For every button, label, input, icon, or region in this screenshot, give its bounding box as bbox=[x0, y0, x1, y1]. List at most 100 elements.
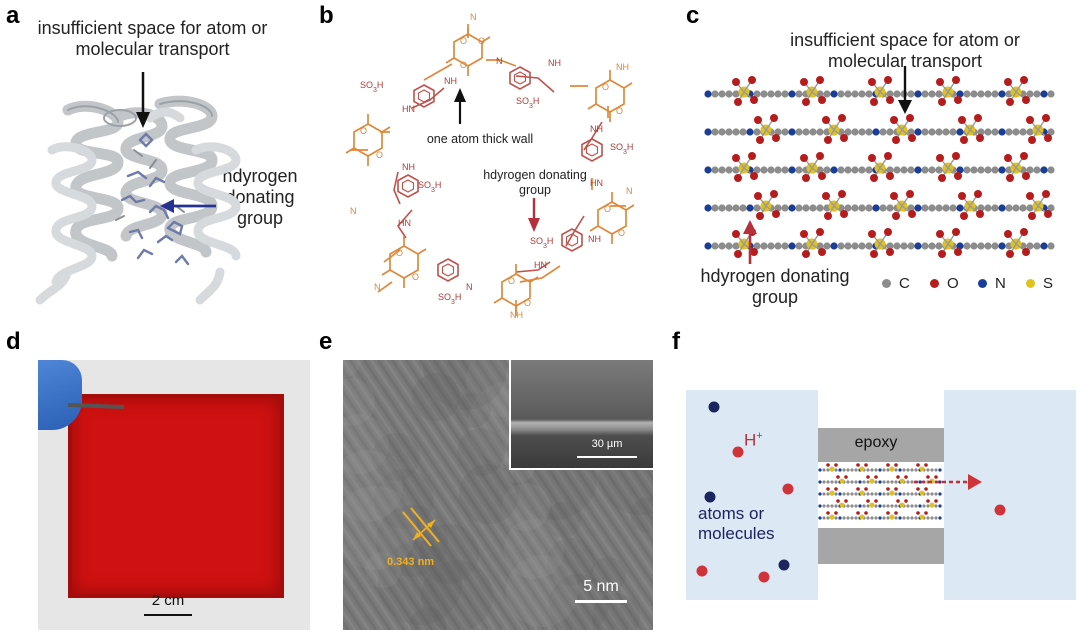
panel-c-oxygen-atom bbox=[818, 172, 826, 180]
panel-c-oxygen-atom bbox=[886, 248, 894, 256]
panel-e-lattice-marker bbox=[402, 507, 440, 547]
panel-c-annotation-top: insufficient space for atom or molecular… bbox=[790, 30, 1020, 72]
panel-c-oxygen-atom bbox=[886, 96, 894, 104]
panel-c-oxygen-atom bbox=[802, 250, 810, 258]
panel-c-oxygen-atom bbox=[732, 154, 740, 162]
panel-c-oxygen-atom bbox=[954, 248, 962, 256]
legend-item-c: C bbox=[882, 272, 910, 294]
panel-c-atom bbox=[935, 128, 943, 136]
panel-c-oxygen-atom bbox=[936, 230, 944, 238]
legend-item-o: O bbox=[930, 272, 959, 294]
panel-e-scale-label: 5 nm bbox=[583, 578, 619, 595]
panel-c-oxygen-atom bbox=[870, 250, 878, 258]
panel-c-atom bbox=[795, 128, 803, 136]
panel-c-atom bbox=[725, 204, 733, 212]
panel-c-atom bbox=[767, 242, 775, 250]
legend-swatch bbox=[882, 278, 891, 288]
panel-c-atom bbox=[893, 90, 901, 98]
panel-c-atom bbox=[1005, 204, 1013, 212]
panel-c-oxygen-atom bbox=[1020, 228, 1028, 236]
panel-c-atom bbox=[928, 204, 936, 212]
panel-c-atom bbox=[823, 242, 831, 250]
panel-c-atom bbox=[949, 128, 957, 136]
panel-c-atom bbox=[886, 204, 894, 212]
panel-c-oxygen-atom bbox=[952, 76, 960, 84]
panel-c-atom bbox=[984, 242, 992, 250]
panel-c-oxygen-atom bbox=[936, 154, 944, 162]
panel-c-oxygen-atom bbox=[976, 134, 984, 142]
panel-c-atom bbox=[837, 242, 845, 250]
panel-c-oxygen-atom bbox=[1006, 98, 1014, 106]
panel-c-oxygen-atom bbox=[974, 190, 982, 198]
panel-c-atom bbox=[872, 128, 880, 136]
panel-c-atom bbox=[760, 90, 768, 98]
panel-label-b: b bbox=[319, 2, 334, 29]
panel-c-oxygen-atom bbox=[800, 154, 808, 162]
panel-c-atom bbox=[984, 128, 992, 136]
panel-c-oxygen-atom bbox=[734, 174, 742, 182]
panel-c-atom bbox=[802, 128, 810, 136]
panel-c-atom bbox=[704, 90, 712, 98]
panel-c-oxygen-atom bbox=[734, 250, 742, 258]
panel-c-atom bbox=[788, 242, 796, 250]
panel-c-atom bbox=[774, 242, 782, 250]
panel-c-atom bbox=[851, 90, 859, 98]
panel-c-atom bbox=[928, 128, 936, 136]
panel-c-oxygen-atom bbox=[1022, 248, 1030, 256]
panel-d-photo: 2 cm bbox=[38, 360, 310, 630]
panel-c-oxygen-atom bbox=[1020, 152, 1028, 160]
panel-c-oxygen-atom bbox=[1004, 230, 1012, 238]
panel-b-cof-structure: O O O O O O O O O O O O O N NH N NH N N … bbox=[345, 12, 635, 320]
panel-b-o-label: O bbox=[396, 248, 403, 258]
panel-b-n-label: N bbox=[470, 12, 477, 22]
panel-c-oxygen-atom bbox=[1006, 174, 1014, 182]
panel-c-atom bbox=[739, 204, 747, 212]
panel-c-atom bbox=[1019, 128, 1027, 136]
panel-c-atom bbox=[788, 204, 796, 212]
panel-c-atom bbox=[816, 128, 824, 136]
panel-c-oxygen-atom bbox=[1022, 172, 1030, 180]
panel-c-atom bbox=[914, 242, 922, 250]
panel-c-oxygen-atom bbox=[800, 230, 808, 238]
panel-c-atom bbox=[711, 166, 719, 174]
panel-c-oxygen-atom bbox=[824, 136, 832, 144]
panel-c-oxygen-atom bbox=[1022, 96, 1030, 104]
panel-label-a: a bbox=[6, 2, 20, 29]
panel-b-hn-label: HN bbox=[534, 260, 547, 270]
panel-d-scale-bar bbox=[144, 614, 192, 616]
panel-c-atom bbox=[921, 204, 929, 212]
panel-a-helix-bundle bbox=[35, 72, 241, 305]
panel-c-atom bbox=[760, 242, 768, 250]
panel-c-oxygen-atom bbox=[884, 76, 892, 84]
panel-c-oxygen-atom bbox=[838, 190, 846, 198]
panel-c-atom bbox=[858, 128, 866, 136]
panel-f-species-label: atoms or molecules bbox=[698, 504, 775, 544]
panel-f-red-dot bbox=[696, 565, 708, 577]
panel-c-atom bbox=[998, 204, 1006, 212]
panel-c-oxygen-atom bbox=[802, 98, 810, 106]
panel-b-so3h-label: SO3H bbox=[610, 142, 633, 156]
panel-c-atom bbox=[774, 90, 782, 98]
panel-c-oxygen-atom bbox=[822, 192, 830, 200]
panel-c-atom bbox=[858, 90, 866, 98]
panel-c-atom bbox=[949, 204, 957, 212]
panel-c-atom bbox=[886, 166, 894, 174]
panel-c-atom bbox=[718, 242, 726, 250]
panel-c-oxygen-atom bbox=[892, 136, 900, 144]
panel-c-atom bbox=[844, 90, 852, 98]
panel-c-atom bbox=[970, 242, 978, 250]
panel-c-atom bbox=[1033, 242, 1041, 250]
panel-c-atom bbox=[956, 242, 964, 250]
panel-c-oxygen-atom bbox=[890, 116, 898, 124]
panel-c-atom bbox=[886, 90, 894, 98]
panel-e-scale-bar bbox=[575, 600, 627, 603]
legend-swatch bbox=[978, 278, 987, 288]
panel-c-atom bbox=[879, 204, 887, 212]
panel-label-c: c bbox=[686, 2, 700, 29]
panel-label-f: f bbox=[672, 328, 680, 355]
panel-c-oxygen-atom bbox=[952, 228, 960, 236]
panel-c-atom bbox=[893, 166, 901, 174]
panel-c-atom bbox=[1040, 90, 1048, 98]
panel-c-atom bbox=[739, 128, 747, 136]
panel-c-atom bbox=[907, 128, 915, 136]
